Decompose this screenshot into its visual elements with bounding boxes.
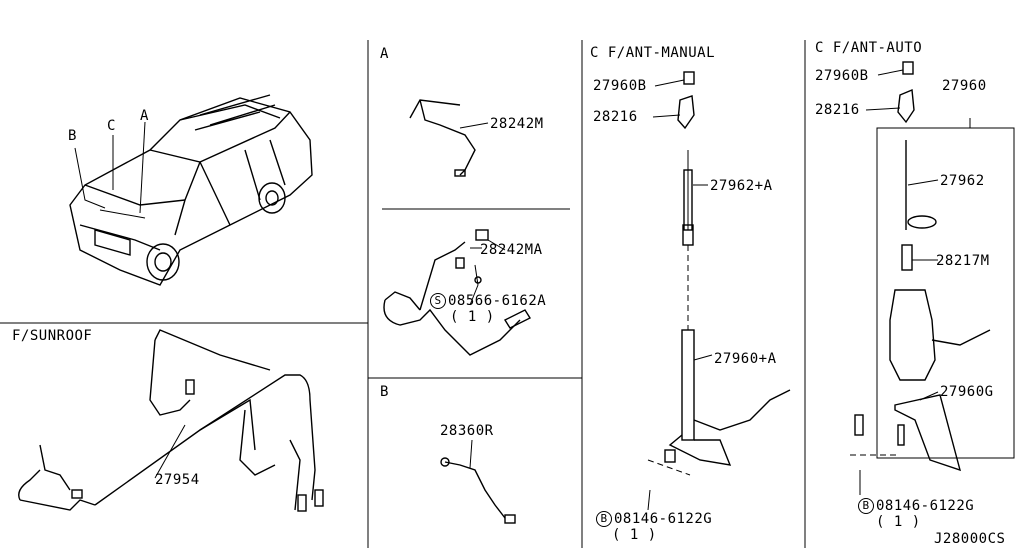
panel-a-parts — [383, 99, 532, 356]
auto-bolt-qty: ( 1 ) — [876, 514, 921, 530]
auto-p6: 27960G — [940, 384, 994, 400]
manual-p1: 27960B — [593, 78, 647, 94]
manual-p3: 27962+A — [710, 178, 773, 194]
auto-antenna — [850, 61, 1015, 495]
sunroof-harness — [18, 329, 324, 512]
b-symbol: B — [858, 498, 874, 514]
auto-p4: 27962 — [940, 173, 985, 189]
panel-a-part3-qty: ( 1 ) — [450, 309, 495, 325]
leader-lines — [154, 69, 939, 479]
panel-b-parts — [440, 439, 516, 524]
panel-a-part2: 28242MA — [480, 242, 543, 258]
auto-p2: 28216 — [815, 102, 860, 118]
auto-bolt: 08146-6122G — [876, 498, 975, 514]
manual-title: C F/ANT-MANUAL — [590, 45, 716, 61]
vehicle-illustration — [69, 94, 313, 286]
manual-bolt-qty: ( 1 ) — [612, 527, 657, 543]
auto-title: C F/ANT-AUTO — [815, 40, 923, 56]
auto-p5: 28217M — [936, 253, 990, 269]
auto-p3: 27960 — [942, 78, 987, 94]
panel-a-title: A — [380, 46, 389, 62]
sunroof-title: F/SUNROOF — [12, 328, 93, 344]
manual-antenna — [647, 71, 791, 511]
panel-dividers — [0, 40, 806, 548]
manual-p4: 27960+A — [714, 351, 777, 367]
s-symbol: S — [430, 293, 446, 309]
panel-a-part1: 28242M — [490, 116, 544, 132]
car-label-c: C — [107, 118, 116, 134]
auto-p1: 27960B — [815, 68, 869, 84]
manual-p2: 28216 — [593, 109, 638, 125]
sunroof-part-label: 27954 — [155, 472, 200, 488]
panel-b-part: 28360R — [440, 423, 494, 439]
diagram-code: J28000CS — [934, 531, 1006, 547]
panel-a-part3: 08566-6162A — [448, 293, 547, 309]
car-label-a: A — [140, 108, 149, 124]
panel-b-title: B — [380, 384, 389, 400]
manual-bolt: 08146-6122G — [614, 511, 713, 527]
car-label-b: B — [68, 128, 77, 144]
b-symbol: B — [596, 511, 612, 527]
